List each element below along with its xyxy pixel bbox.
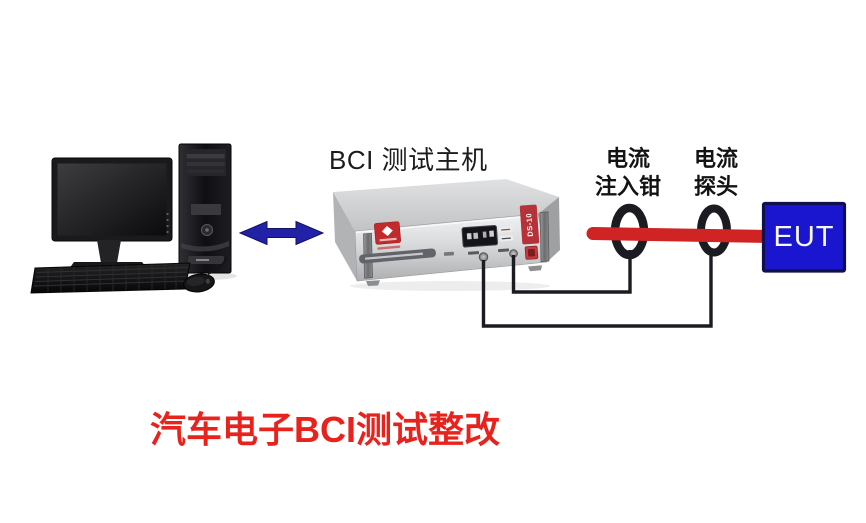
mouse-cable [207, 256, 228, 275]
brand-logo [373, 221, 402, 250]
caption-title: 汽车电子BCI测试整改 [150, 409, 500, 450]
tower-badge-text-smudge [196, 259, 209, 261]
instrument-front-panel [354, 213, 548, 282]
display-bezel [461, 224, 499, 248]
injection-clamp-label-line1: 电流 [605, 146, 650, 171]
instrument-left-face [333, 192, 357, 281]
injection-clamp-label: 电流 注入钳 [586, 145, 670, 201]
brand-text-smudge [379, 237, 397, 242]
model-strip-text-smudge [365, 252, 423, 260]
mouse [183, 273, 215, 293]
power-button-dot [205, 228, 209, 232]
eut-box [761, 201, 847, 273]
chassis-foot-right [528, 265, 542, 272]
tower-media-slot [191, 204, 221, 215]
keyboard-key-lines [47, 263, 177, 293]
display-digit [466, 233, 472, 240]
model-name-strip [359, 248, 436, 264]
instrument-model-badge: DS-10 [519, 204, 540, 245]
chassis-foot-left [366, 280, 380, 286]
drive-bay-slot [186, 162, 225, 166]
probe-return-cable [481, 248, 713, 328]
label-chip-text-smudge [501, 228, 511, 231]
display-digit [473, 232, 479, 239]
display-digit [482, 231, 487, 238]
tower-front-curve [181, 241, 229, 252]
current-probe-label-line1: 电流 [693, 146, 738, 171]
eut-label: EUT [773, 220, 835, 253]
instrument-shadow [350, 281, 550, 291]
display-side-labels [499, 226, 514, 242]
connector-label-smudge [497, 248, 510, 253]
injection-feed-cable [511, 250, 632, 294]
display-digit [489, 230, 495, 237]
power-switch-rocker [527, 248, 536, 257]
monitor-screen [57, 163, 167, 236]
drive-bay-slot [186, 169, 225, 173]
power-switch [524, 245, 539, 260]
brand-subtext-smudge [377, 245, 401, 250]
instrument-top-face [333, 179, 559, 231]
bidirectional-arrow-icon [238, 220, 325, 246]
mouse-wheel [205, 278, 210, 284]
host-label: BCI 测试主机 [329, 145, 488, 175]
monitor-stand-neck [97, 240, 121, 263]
brand-diamond-icon [381, 226, 393, 236]
injection-clamp-label-line2: 注入钳 [594, 174, 661, 199]
control-computer [30, 143, 237, 294]
label-chip-text-smudge [501, 237, 511, 240]
monitor-bezel-buttons [166, 213, 169, 233]
current-probe-label-line2: 探头 [693, 174, 738, 199]
drive-bay-slot [186, 154, 225, 159]
mouse-highlight [186, 276, 205, 287]
display-window [461, 224, 499, 248]
connector-label-smudge [467, 251, 480, 255]
keyboard [30, 262, 191, 294]
rack-handle-right [539, 211, 550, 263]
instrument-model-text: DS-10 [524, 212, 535, 237]
current-probe-label: 电流 探头 [674, 145, 758, 201]
bci-instrument [333, 179, 560, 291]
aux-port [443, 251, 455, 256]
eut-harness-cable [586, 227, 775, 243]
